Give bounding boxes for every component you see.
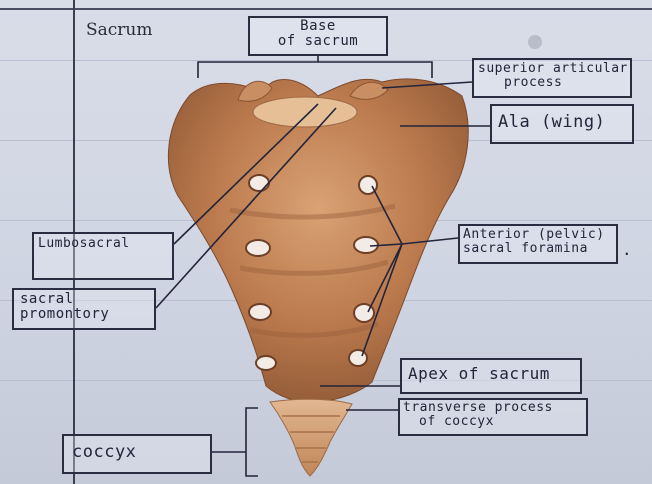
sacral-base	[253, 97, 357, 127]
foramen-left-1	[249, 175, 269, 191]
label-apex-of-sacrum: Apex of sacrum	[400, 358, 582, 394]
label-transverse-line2: of coccyx	[403, 415, 583, 429]
label-ala: Ala (wing)	[490, 104, 634, 144]
foramen-right-4	[349, 350, 367, 366]
label-superior-line2: process	[478, 76, 626, 90]
label-superior-articular-process: superior articular process	[472, 58, 632, 98]
label-anterior-sacral-foramina: Anterior (pelvic) sacral foramina	[458, 224, 618, 264]
foramen-left-3	[249, 304, 271, 320]
label-coccyx: coccyx	[62, 434, 212, 474]
label-lumbosacral: Lumbosacral	[32, 232, 174, 280]
label-base-line1: Base	[250, 19, 386, 34]
label-sacral-promontory: sacral promontory	[12, 288, 156, 330]
label-superior-line1: superior articular	[478, 62, 626, 76]
label-transverse-process-coccyx: transverse process of coccyx	[398, 398, 588, 436]
label-foramina-line2: sacral foramina	[463, 242, 613, 256]
label-base-line2: of sacrum	[250, 34, 386, 49]
coccyx-bone	[270, 399, 352, 476]
label-foramina-line1: Anterior (pelvic)	[463, 228, 613, 242]
label-coccyx-text: coccyx	[72, 444, 202, 462]
label-base-of-sacrum: Base of sacrum	[248, 16, 388, 56]
label-promontory-line1: sacral	[20, 292, 148, 307]
foramen-left-4	[256, 356, 276, 370]
foramen-left-2	[246, 240, 270, 256]
label-lumbosacral-text: Lumbosacral	[38, 237, 168, 251]
label-apex-text: Apex of sacrum	[408, 366, 574, 383]
watermark-icon	[528, 35, 542, 49]
label-transverse-line1: transverse process	[403, 401, 583, 415]
label-promontory-line2: promontory	[20, 307, 148, 322]
label-ala-text: Ala (wing)	[498, 114, 626, 132]
label-foramina-trailing-dot: .	[622, 240, 632, 259]
